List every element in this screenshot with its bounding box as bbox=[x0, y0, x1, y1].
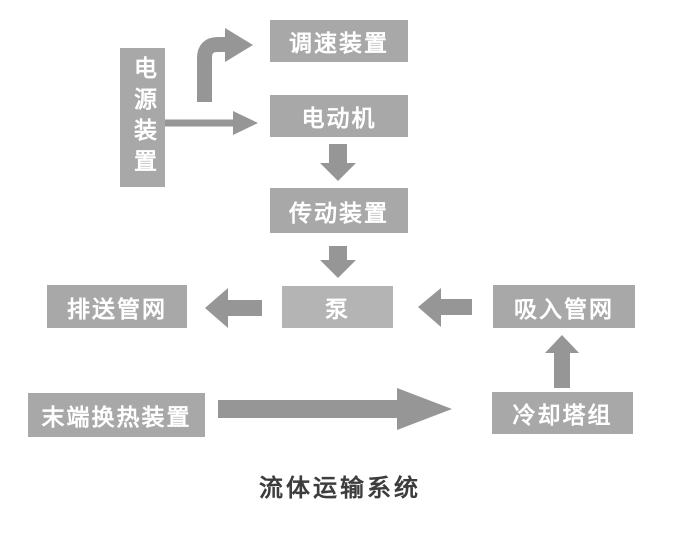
node-suction-network-label: 吸入管网 bbox=[514, 296, 614, 322]
node-speed-control: 调速装置 bbox=[270, 20, 408, 62]
arrow-cooling-tower-to-suction-network bbox=[545, 335, 579, 388]
node-cooling-tower-label: 冷却塔组 bbox=[512, 403, 613, 428]
node-discharge-network: 排送管网 bbox=[47, 285, 187, 328]
node-power-supply: 电源装置 bbox=[120, 48, 165, 187]
node-suction-network: 吸入管网 bbox=[493, 285, 635, 328]
arrow-suction-network-to-pump bbox=[418, 288, 472, 327]
node-motor-label: 电动机 bbox=[301, 106, 377, 131]
node-speed-control-label: 调速装置 bbox=[289, 31, 389, 56]
node-motor: 电动机 bbox=[270, 95, 408, 137]
node-discharge-network-label: 排送管网 bbox=[67, 296, 167, 322]
node-transmission: 传动装置 bbox=[270, 188, 408, 233]
arrow-power-to-speed-control bbox=[197, 28, 253, 102]
arrow-transmission-to-pump bbox=[320, 246, 356, 278]
node-terminal-heat-exchange: 末端换热装置 bbox=[28, 393, 205, 437]
diagram-title: 流体运输系统 bbox=[259, 476, 421, 502]
arrow-power-to-motor bbox=[165, 111, 258, 135]
arrow-terminal-heat-exchange-to-cooling-tower bbox=[218, 388, 452, 430]
node-cooling-tower: 冷却塔组 bbox=[492, 392, 633, 434]
arrow-pump-to-discharge-network bbox=[205, 288, 262, 328]
node-power-supply-label: 电源装置 bbox=[130, 55, 156, 180]
node-pump-label: 泵 bbox=[325, 297, 350, 322]
node-pump: 泵 bbox=[282, 286, 393, 328]
arrow-motor-to-transmission bbox=[320, 144, 356, 181]
node-terminal-heat-exchange-label: 末端换热装置 bbox=[41, 405, 192, 430]
node-transmission-label: 传动装置 bbox=[289, 200, 389, 226]
